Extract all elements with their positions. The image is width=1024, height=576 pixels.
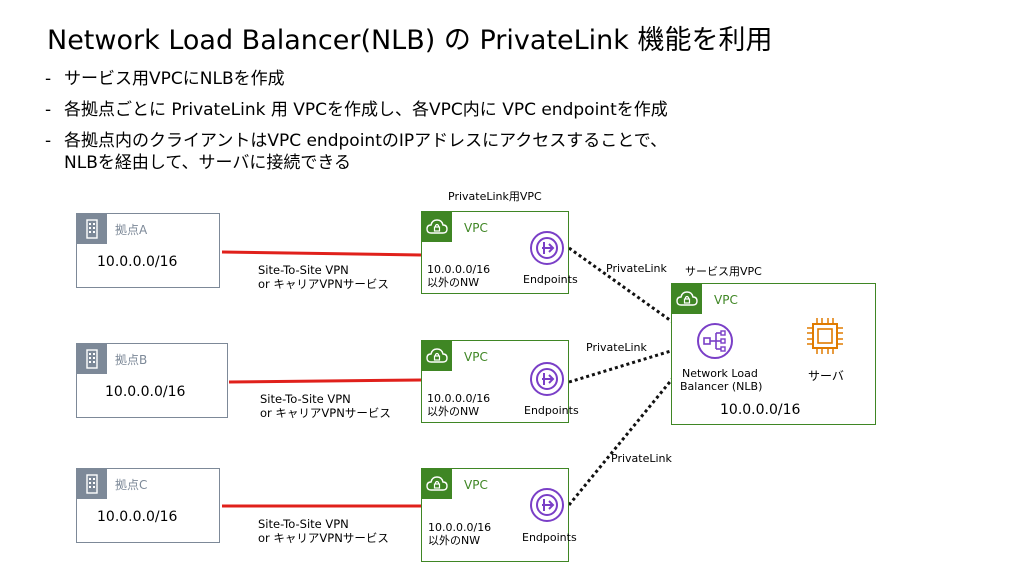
privatelink-vpc-b: VPC 10.0.0.0/16 以外のNW Endpoints xyxy=(421,340,579,423)
vpc-label: VPC xyxy=(464,478,488,492)
bullet-dash: - xyxy=(45,69,52,89)
cloud-lock-icon xyxy=(422,469,452,499)
bullet-dash: - xyxy=(45,100,52,120)
privatelink-label-a: PrivateLink xyxy=(606,262,667,275)
bullet-text: 各拠点内のクライアントはVPC endpointのIPアドレスにアクセスすること… xyxy=(64,131,668,151)
cloud-lock-icon xyxy=(422,212,452,242)
privatelink-vpc-title: PrivateLink用VPC xyxy=(448,190,542,203)
endpoints-label: Endpoints xyxy=(523,273,578,286)
site-cidr: 10.0.0.0/16 xyxy=(97,254,178,270)
building-icon xyxy=(77,344,107,374)
endpoint-icon xyxy=(530,488,564,522)
site-cidr: 10.0.0.0/16 xyxy=(97,509,178,525)
bullet-dash: - xyxy=(45,131,52,151)
vpc-label: VPC xyxy=(464,221,488,235)
nw-line2: 以外のNW xyxy=(427,405,480,418)
building-icon xyxy=(77,214,107,244)
privatelink-label-c: PrivateLink xyxy=(611,452,672,465)
vpc-label: VPC xyxy=(464,350,488,364)
vpn-label-c: Site-To-Site VPN or キャリアVPNサービス xyxy=(258,517,389,545)
site-b: 拠点B 10.0.0.0/16 xyxy=(76,343,228,418)
vpn-label-a: Site-To-Site VPN or キャリアVPNサービス xyxy=(258,263,389,291)
vpn-label-line2: or キャリアVPNサービス xyxy=(258,531,389,545)
privatelink-label-b: PrivateLink xyxy=(586,341,647,354)
site-name: 拠点A xyxy=(115,223,148,237)
bullet-text: NLBを経由して、サーバに接続できる xyxy=(64,153,351,173)
nw-line2: 以外のNW xyxy=(427,276,480,289)
endpoint-icon xyxy=(530,362,564,396)
service-vpc: VPC Network Load Balancer (NLB) サーバ 10.0… xyxy=(671,283,876,425)
vpn-line-a xyxy=(221,250,422,257)
endpoint-icon xyxy=(530,231,564,265)
privatelink-vpc-c: VPC 10.0.0.0/16 以外のNW Endpoints xyxy=(421,468,577,562)
vpn-label-b: Site-To-Site VPN or キャリアVPNサービス xyxy=(260,392,391,420)
server-label: サーバ xyxy=(808,369,844,383)
vpn-line-b xyxy=(228,378,422,384)
vpc-label: VPC xyxy=(714,293,738,307)
site-cidr: 10.0.0.0/16 xyxy=(105,384,186,400)
service-vpc-title: サービス用VPC xyxy=(685,265,762,278)
chip-icon xyxy=(807,318,843,354)
cloud-lock-icon xyxy=(422,341,452,371)
nlb-label: Network Load Balancer (NLB) xyxy=(680,367,763,393)
nlb-label-line2: Balancer (NLB) xyxy=(680,380,763,393)
nw-line2: 以外のNW xyxy=(428,534,481,547)
nw-line1: 10.0.0.0/16 xyxy=(428,521,492,534)
site-c: 拠点C 10.0.0.0/16 xyxy=(76,468,220,543)
page-title: Network Load Balancer(NLB) の PrivateLink… xyxy=(47,25,773,56)
service-cidr: 10.0.0.0/16 xyxy=(720,402,801,418)
privatelink-vpc-a: VPC 10.0.0.0/16 以外のNW Endpoints xyxy=(421,211,578,294)
cloud-lock-icon xyxy=(672,284,702,314)
vpc-nw-note: 10.0.0.0/16 以外のNW xyxy=(427,392,490,418)
vpn-label-line2: or キャリアVPNサービス xyxy=(258,277,389,291)
vpc-nw-note: 10.0.0.0/16 以外のNW xyxy=(427,263,490,289)
vpn-label-line1: Site-To-Site VPN xyxy=(258,517,349,531)
nlb-label-line1: Network Load xyxy=(682,367,758,380)
endpoints-label: Endpoints xyxy=(524,404,579,417)
nw-line1: 10.0.0.0/16 xyxy=(427,392,491,405)
vpn-label-line1: Site-To-Site VPN xyxy=(258,263,349,277)
nw-line1: 10.0.0.0/16 xyxy=(427,263,491,276)
building-icon xyxy=(77,469,107,499)
bullet-text: 各拠点ごとに PrivateLink 用 VPCを作成し、各VPC内に VPC … xyxy=(64,100,668,120)
vpn-label-line1: Site-To-Site VPN xyxy=(260,392,351,406)
site-a: 拠点A 10.0.0.0/16 xyxy=(76,213,220,288)
site-name: 拠点C xyxy=(115,478,148,492)
privatelink-line-a xyxy=(568,246,696,340)
bullet-text: サービス用VPCにNLBを作成 xyxy=(64,69,285,89)
endpoints-label: Endpoints xyxy=(522,531,577,544)
nlb-icon xyxy=(697,323,733,359)
site-name: 拠点B xyxy=(115,353,148,367)
vpc-nw-note: 10.0.0.0/16 以外のNW xyxy=(428,521,491,547)
vpn-label-line2: or キャリアVPNサービス xyxy=(260,406,391,420)
